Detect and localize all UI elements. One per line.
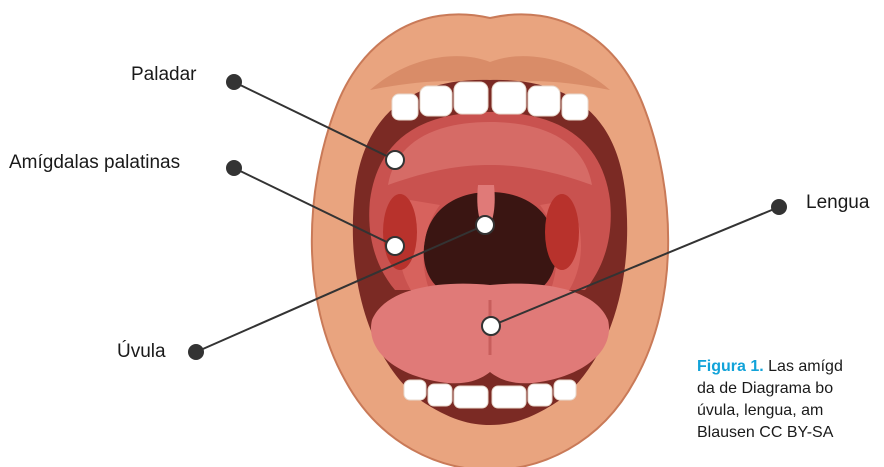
label-lengua: Lengua — [806, 192, 869, 214]
tonsil-right — [545, 194, 579, 270]
label-amigdalas-palatinas: Amígdalas palatinas — [9, 152, 180, 174]
marker-dot — [188, 344, 204, 360]
marker-dot — [226, 74, 242, 90]
caption-line: Blausen CC BY-SA — [697, 422, 884, 444]
marker-target — [476, 216, 494, 234]
marker-dot — [771, 199, 787, 215]
label-paladar: Paladar — [131, 64, 197, 86]
marker-target — [386, 237, 404, 255]
tonsil-left — [383, 194, 417, 270]
marker-target — [386, 151, 404, 169]
marker-target — [482, 317, 500, 335]
caption-line: da de Diagrama bo — [697, 378, 884, 400]
caption-text: Las amígd — [768, 358, 843, 375]
label-uvula: Úvula — [117, 341, 166, 363]
marker-dot — [226, 160, 242, 176]
figure-label: Figura 1. — [697, 358, 764, 375]
caption-line: úvula, lengua, am — [697, 400, 884, 422]
figure-caption: Figura 1. Las amígd da de Diagrama bo úv… — [697, 356, 884, 467]
caption-line: Figura 1. Las amígd — [697, 356, 884, 378]
